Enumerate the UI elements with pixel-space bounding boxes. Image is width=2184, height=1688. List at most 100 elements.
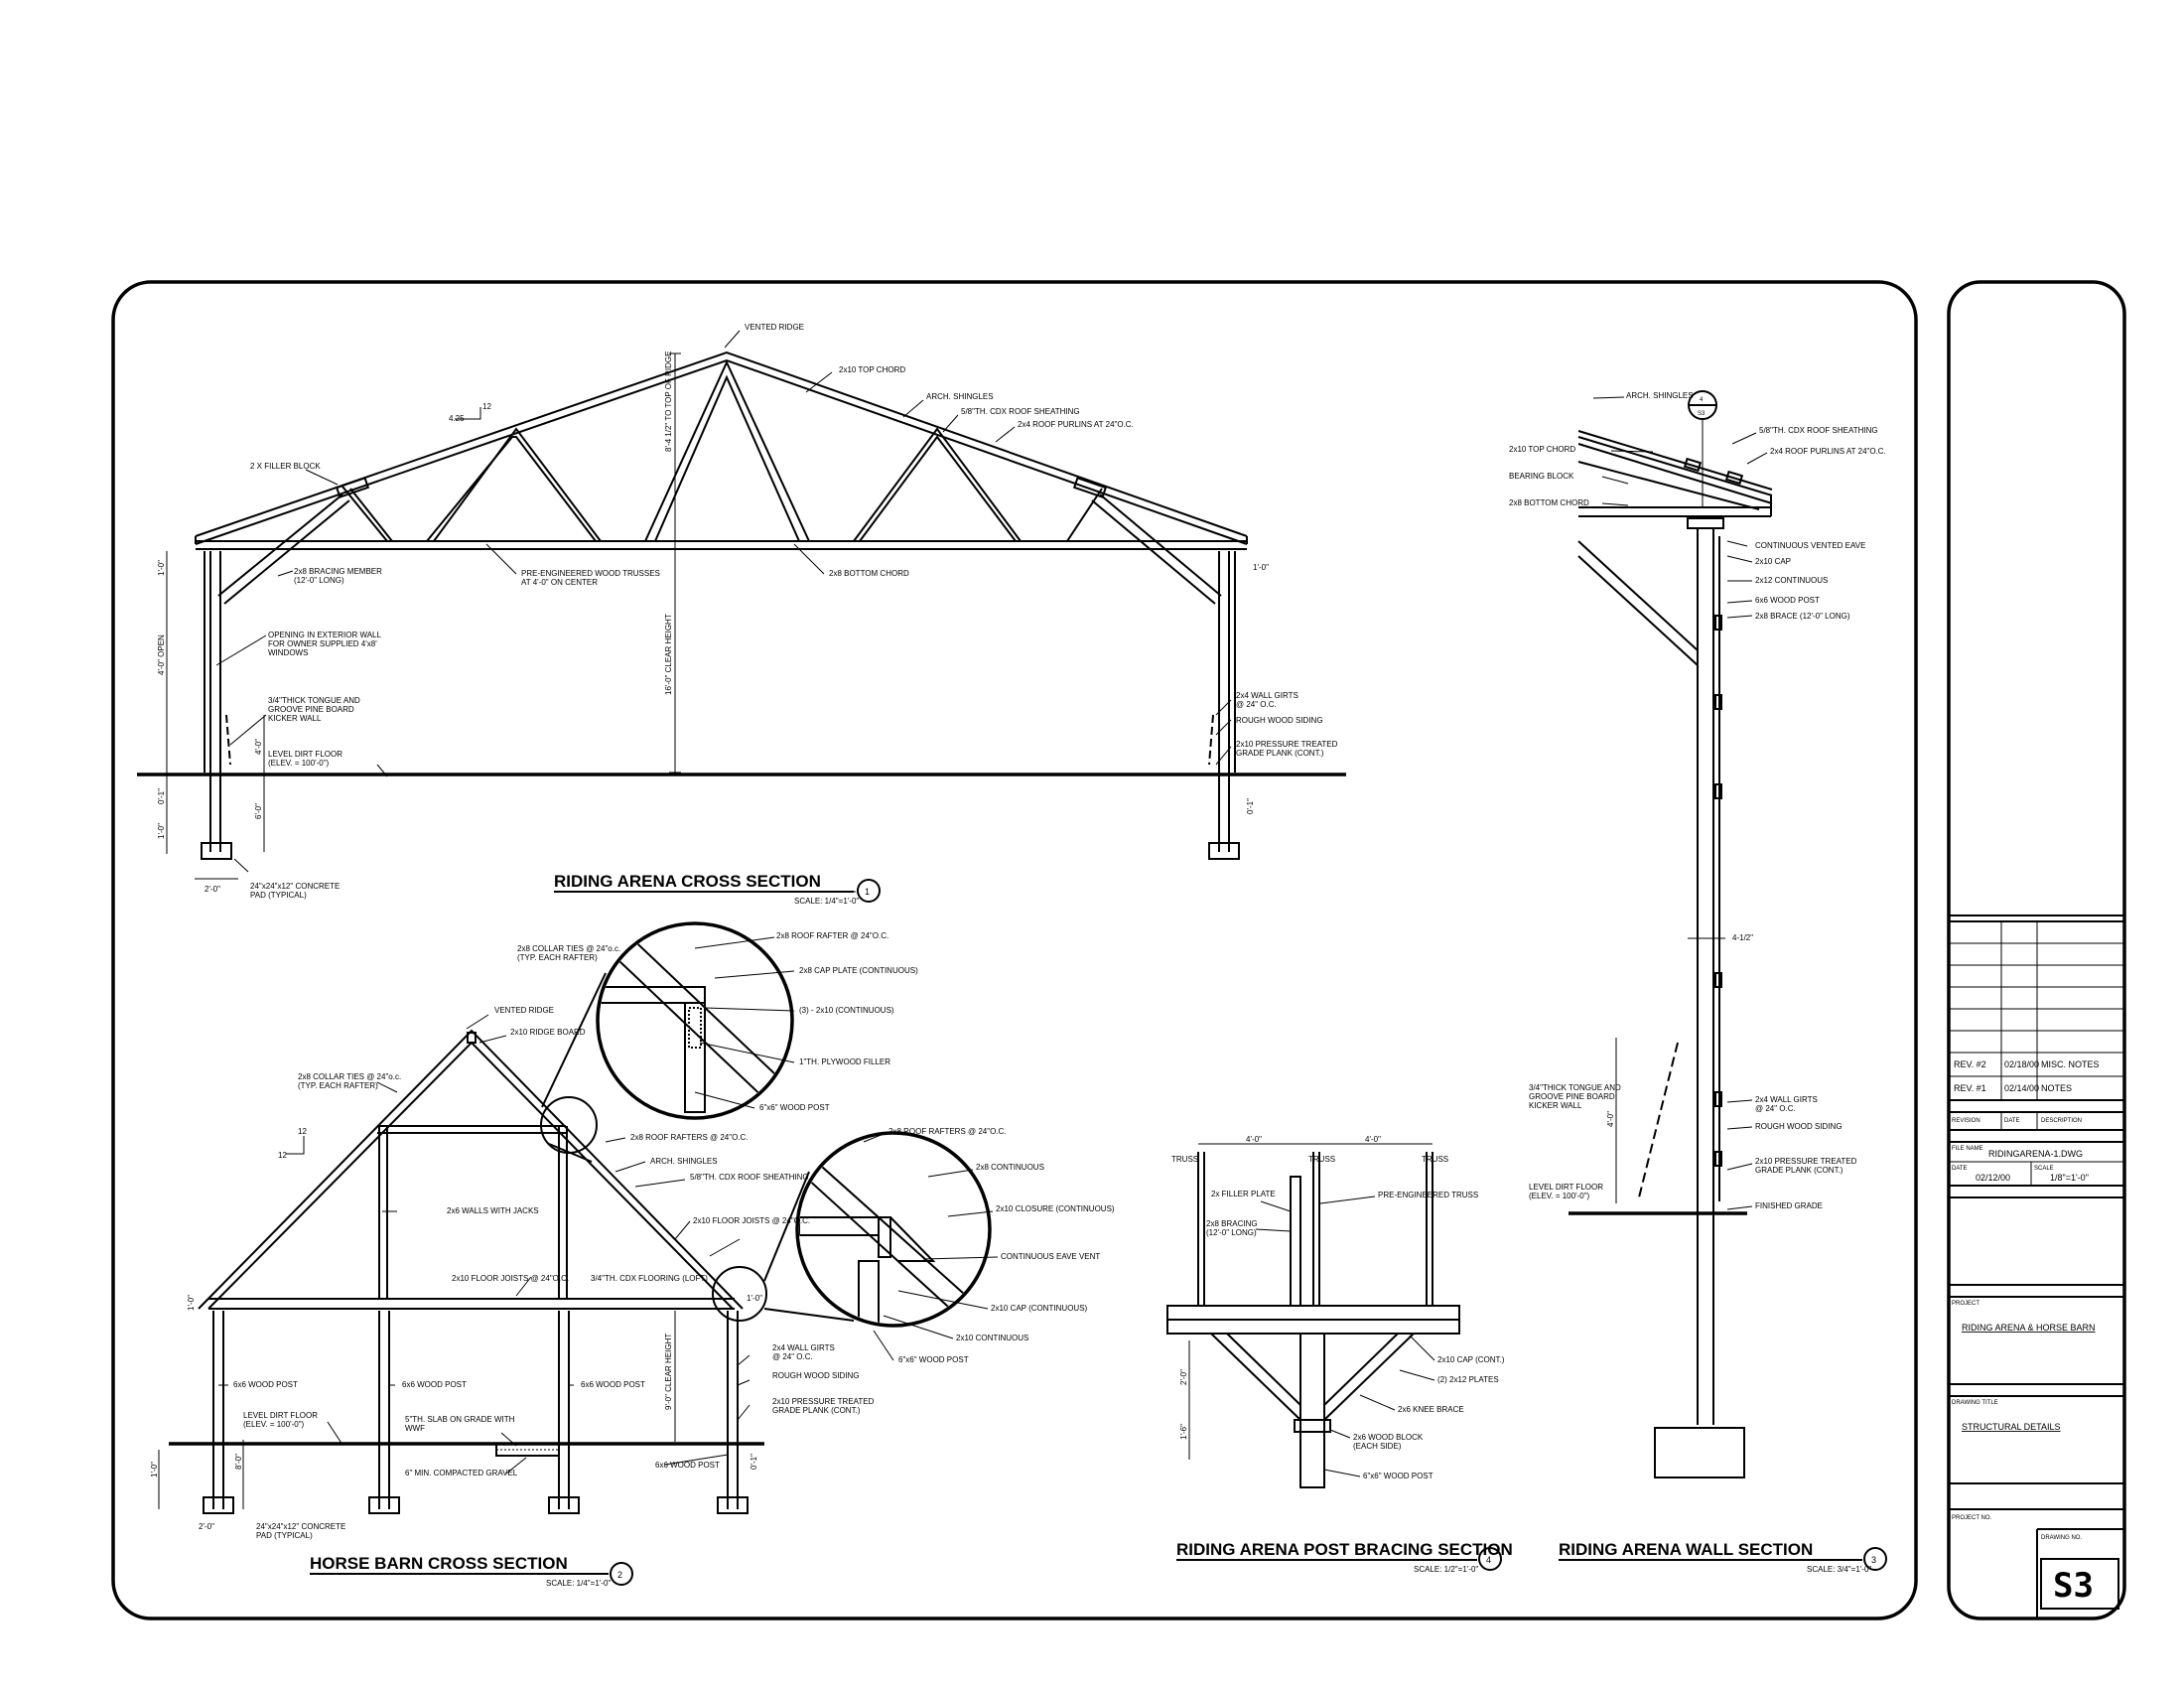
label-barn-notes-rise: 12 [278,1151,287,1160]
label-detail-a-filler: 1"TH. PLYWOOD FILLER [799,1057,890,1066]
label-arena-notes-opening: OPENING IN EXTERIOR WALL [268,631,381,639]
riding-arena-cross-section: 8'-4 1/2" TO TOP OF RIDGE 16'-0" CLEAR H… [137,323,1346,906]
drawing-line [1319,1196,1376,1204]
drawing-rect [600,986,706,1004]
label-bracing-notes-member: 2x8 BRACING [1206,1219,1258,1228]
drawing-line [694,1091,755,1109]
drawing-line [614,1161,646,1173]
label-title-block-scale-label: SCALE [2034,1166,2054,1172]
label-arena-dims-d2: 4'-0" OPEN [157,634,166,675]
label-arena-notes-sheathing: 5/8"TH. CDX ROOF SHEATHING [961,407,1080,416]
label-title-block-rev1-desc: NOTES [2041,1083,2072,1093]
drawing-circle [712,1266,767,1322]
drawing-line [674,1220,691,1240]
drawing-line [1323,1469,1361,1477]
drawing-line [1215,719,1232,736]
label-sections-s4-scale: SCALE: 1/2"=1'-0" [1414,1565,1478,1574]
drawing-rect [1948,1141,2125,1187]
label-title-block-rev1: REV. #1 [1954,1083,1986,1093]
label-wall-notes-kick: 3/4"THICK TONGUE AND [1529,1083,1621,1092]
arena-truss-height: 8'-4 1/2" TO TOP OF RIDGE [664,352,673,452]
label-title-block-h-revision: REVISION [1952,1118,1980,1124]
label-sections-s2-scale: SCALE: 1/4"=1'-0" [546,1579,611,1588]
label-bracing-notes-d2: 4'-0" [1365,1135,1381,1144]
label-bracing-notes-truss1: TRUSS [1171,1155,1198,1164]
drawing-line [1577,430,1773,491]
drawing-line [1210,1333,1301,1421]
drawing-line [1329,1429,1351,1439]
drawing-line [223,499,350,605]
label-barn-notes-rafters: 2x8 ROOF RAFTERS @ 24"O.C. [630,1133,749,1142]
label-barn-notes-d2: 1'-0" [150,1462,159,1477]
label-arena-notes-purlins: 2x4 ROOF PURLINS AT 24"O.C. [1018,420,1134,429]
drawing-line [763,1171,810,1282]
label-detail-a-rafter: 2x8 ROOF RAFTER @ 24"O.C. [776,931,888,940]
drawing-line [1323,1333,1399,1406]
label-wall-notes-sheathing: 5/8"TH. CDX ROOF SHEATHING [1759,426,1878,435]
drawing-circle [1863,1547,1887,1571]
label-arena-notes-trusses2: AT 4'-0" ON CENTER [521,578,598,587]
drawing-line [793,543,825,575]
label-title-block-project-label: PROJECT [1952,1301,1979,1307]
drawing-polyline [349,488,393,542]
drawing-line [1208,714,1214,766]
drawing-line [1610,450,1654,453]
drawing-line [664,1454,729,1466]
label-arena-notes-siding: ROUGH WOOD SIDING [1236,716,1323,725]
label-bracing-notes-filler: 2x FILLER PLATE [1211,1190,1276,1198]
label-bracing-notes-member2: (12'-0" LONG) [1206,1228,1257,1237]
label-sections-s3-scale: SCALE: 3/4"=1'-0" [1807,1565,1871,1574]
drawing-polyline [198,1029,744,1310]
label-arena-notes-kickwall: 3/4"THICK TONGUE AND [268,696,360,705]
drawing-line [605,1137,626,1143]
label-arena-notes-plank2: GRADE PLANK (CONT.) [1236,749,1324,758]
label-barn-notes-clear: 9'-0" CLEAR HEIGHT [664,1334,673,1410]
drawing-polyline [341,359,1103,542]
label-barn-notes-d5: 1'-0" [747,1294,762,1303]
label-arena-dims-d4: 6'-0" [254,803,263,819]
label-barn-notes-shingles: ARCH. SHINGLES [650,1157,718,1166]
drawing-line [922,1256,999,1260]
drawing-line [505,1457,527,1475]
drawing-rect [368,1496,400,1514]
label-detail-b-post: 6"x6" WOOD POST [898,1355,969,1364]
label-detail-a-post: 6"x6" WOOD POST [759,1103,830,1112]
label-bracing-notes-cap: 2x10 CAP (CONT.) [1437,1355,1505,1364]
label-sections-s2-number: 2 [617,1570,622,1580]
label-wall-notes-eave: CONTINUOUS VENTED EAVE [1755,541,1865,550]
drawing-rect [858,1260,880,1324]
drawing-line [883,1315,954,1339]
label-barn-notes-siding: ROUGH WOOD SIDING [772,1371,860,1380]
label-arena-dims-d5: 0'-1" [1246,798,1255,814]
drawing-line [1601,476,1629,485]
label-detail-b-cap: 2x10 CAP (CONTINUOUS) [991,1304,1088,1313]
label-arena-notes-girts: 2x4 WALL GIRTS [1236,691,1298,700]
label-wall-notes-siding: ROUGH WOOD SIDING [1755,1122,1843,1131]
label-arena-dims-d7: 2'-0" [205,885,220,894]
drawing-number: S3 [2053,1566,2094,1606]
drawing-line [600,942,790,1116]
drawing-line [902,399,924,418]
label-wall-notes-post: 6x6 WOOD POST [1755,596,1820,605]
label-wall-notes-top-chord: 2x10 TOP CHORD [1509,445,1575,454]
label-arena-notes-filler-block: 2 X FILLER BLOCK [250,462,321,471]
label-bracing-notes-v2: 1'-6" [1179,1424,1188,1440]
drawing-rect [1948,1196,2125,1286]
drawing-line [485,543,517,575]
drawing-line [927,1169,974,1178]
label-barn-notes-gravel: 6" MIN. COMPACTED GRAVEL [405,1469,518,1477]
drawing-line [500,1432,517,1447]
drawing-line [1255,1228,1292,1232]
drawing-rect [1290,1176,1301,1307]
label-wall-notes-plank2: GRADE PLANK (CONT.) [1755,1166,1843,1175]
label-wall-notes-d1: 4'-0" [1606,1111,1615,1127]
label-barn-notes-d4: 2'-0" [199,1522,214,1531]
drawing-rect [1714,615,1722,631]
drawing-polyline [426,436,597,542]
drawing-rect [878,1216,891,1258]
label-arena-notes-floor: LEVEL DIRT FLOOR [268,750,342,759]
drawing-line [1726,1099,1753,1103]
label-arena-notes-pad: 24"x24"x12" CONCRETE [250,882,340,891]
label-bracing-notes-knee: 2x6 KNEE BRACE [1398,1405,1464,1414]
label-barn-notes-pad: 24"x24"x12" CONCRETE [256,1522,345,1531]
